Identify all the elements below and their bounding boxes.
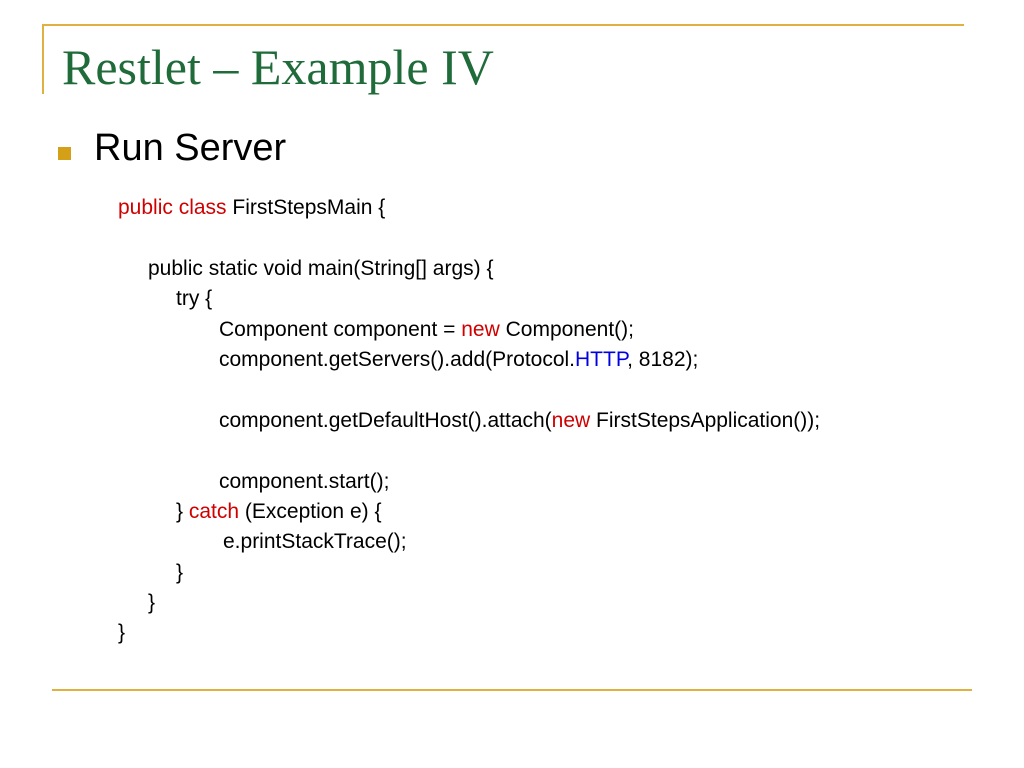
code-text: (Exception e) { bbox=[239, 499, 382, 523]
code-keyword: new bbox=[551, 408, 591, 432]
code-keyword: catch bbox=[188, 499, 240, 523]
code-keyword: new bbox=[461, 317, 500, 341]
code-text: } bbox=[176, 560, 184, 584]
code-text: Component(); bbox=[499, 317, 635, 341]
code-line: component.start(); bbox=[118, 467, 820, 497]
code-text: } bbox=[148, 591, 156, 615]
code-text: Component component = bbox=[219, 317, 462, 341]
code-line bbox=[118, 223, 820, 253]
code-line: try { bbox=[118, 284, 820, 314]
code-line: public static void main(String[] args) { bbox=[118, 254, 820, 284]
top-rule-horizontal bbox=[42, 24, 964, 26]
code-line: Component component = new Component(); bbox=[118, 315, 820, 345]
code-text: try { bbox=[176, 287, 213, 311]
code-line bbox=[118, 375, 820, 405]
code-line: e.printStackTrace(); bbox=[118, 527, 820, 557]
bullet-text: Run Server bbox=[94, 127, 287, 169]
slide-title: Restlet – Example IV bbox=[62, 39, 494, 95]
code-text: } bbox=[118, 621, 126, 645]
code-keyword: public class bbox=[118, 196, 227, 219]
code-text: FirstStepsApplication()); bbox=[590, 408, 821, 432]
code-text: component.start(); bbox=[219, 469, 390, 493]
code-line: component.getServers().add(Protocol.HTTP… bbox=[118, 345, 820, 375]
code-line: component.getDefaultHost().attach(new Fi… bbox=[118, 406, 820, 436]
code-text: public static void main(String[] args) { bbox=[148, 256, 494, 280]
code-block: public class FirstStepsMain { public stat… bbox=[118, 193, 820, 649]
bullet-square-icon bbox=[58, 147, 71, 160]
code-text: } bbox=[176, 499, 189, 523]
top-rule-vertical bbox=[42, 24, 44, 94]
bottom-rule bbox=[52, 689, 972, 691]
code-line: } bbox=[118, 618, 820, 648]
code-text: e.printStackTrace(); bbox=[223, 530, 407, 554]
code-text: FirstStepsMain { bbox=[226, 196, 386, 219]
code-text: component.getDefaultHost().attach( bbox=[219, 408, 552, 432]
code-line: } bbox=[118, 558, 820, 588]
code-text: component.getServers().add(Protocol. bbox=[219, 347, 576, 371]
code-line: } catch (Exception e) { bbox=[118, 497, 820, 527]
code-constant: HTTP bbox=[575, 347, 628, 371]
code-text: , 8182); bbox=[627, 347, 699, 371]
code-line bbox=[118, 436, 820, 466]
code-line: } bbox=[118, 588, 820, 618]
code-line: public class FirstStepsMain { bbox=[118, 193, 820, 223]
